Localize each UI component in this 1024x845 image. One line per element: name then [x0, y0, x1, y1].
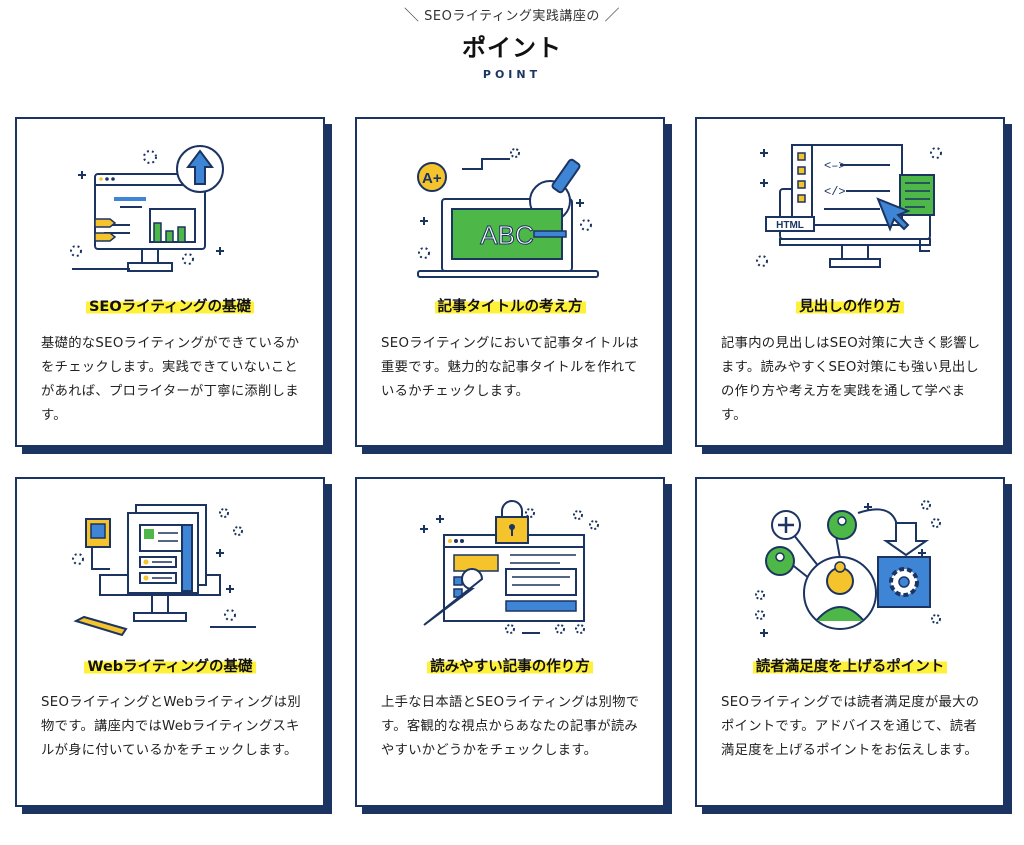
grade-text: A+	[422, 170, 442, 187]
point-card-readable-article: 読みやすい記事の作り方 上手な日本語とSEOライティングは別物です。客観的な視点…	[355, 477, 665, 807]
browser-lock-wrench-icon	[420, 500, 599, 634]
card-body: 基礎的なSEOライティングができているかをチェックします。実践できていないことが…	[41, 336, 300, 423]
card-body: 記事内の見出しはSEO対策に大きく影響します。読みやすくSEO対策にも強い見出し…	[721, 336, 981, 423]
card-title: 読みやすい記事の作り方	[357, 655, 663, 676]
point-card-headings: <–> </> HTML 見出しの作り方 記事内の見出しはSEO対策に大きく影響…	[695, 117, 1005, 447]
section-title: ポイント	[462, 34, 562, 62]
monitor-chart-upload-icon	[70, 145, 224, 272]
eyebrow-text: SEOライティング実践講座の	[424, 9, 600, 24]
section-eyebrow: ＼ SEOライティング実践講座の ／	[0, 4, 1024, 25]
users-network-gear-icon	[755, 500, 941, 637]
card-body: SEOライティングでは読者満足度が最大のポイントです。アドバイスを通じて、読者満…	[721, 695, 980, 758]
monitor-documents-pencil-icon	[72, 504, 256, 637]
point-card-seo-basics: SEOライティングの基礎 基礎的なSEOライティングができているかをチェックしま…	[15, 117, 325, 447]
card-body: 上手な日本語とSEOライティングは別物です。客観的な視点からあなたの記事が読みや…	[381, 695, 640, 758]
card-title: 記事タイトルの考え方	[357, 295, 663, 316]
card-title: SEOライティングの基礎	[17, 295, 323, 316]
section-header: ＼ SEOライティング実践講座の ／ ポイント POINT	[0, 0, 1024, 90]
screen-text: ABC	[480, 220, 533, 250]
card-illustration: <–> </> HTML	[697, 129, 1003, 289]
point-card-reader-satisfaction: 読者満足度を上げるポイント SEOライティングでは読者満足度が最大のポイントです…	[695, 477, 1005, 807]
card-illustration	[17, 489, 323, 649]
point-card-web-writing: Webライティングの基礎 SEOライティングとWebライティングは別物です。講座…	[15, 477, 325, 807]
card-illustration	[357, 489, 663, 649]
eyebrow-slash-right: ／	[604, 6, 620, 24]
code-text: <–>	[824, 159, 846, 173]
card-illustration	[17, 129, 323, 289]
tag-text: HTML	[776, 220, 804, 231]
card-title: 読者満足度を上げるポイント	[697, 655, 1003, 676]
eyebrow-slash-left: ＼	[404, 6, 420, 24]
card-body: SEOライティングとWebライティングは別物です。講座内ではWebライティングス…	[41, 695, 301, 758]
card-title: 見出しの作り方	[697, 295, 1003, 316]
point-card-article-title: A+ ABC 記事タイトルの考え方 SEOライティングにおいて記事タイトルは重要…	[355, 117, 665, 447]
monitor-html-code-icon: <–> </> HTML	[756, 144, 942, 268]
laptop-abc-microscope-icon: A+ ABC	[417, 148, 599, 278]
card-illustration: A+ ABC	[357, 129, 663, 289]
section-subtitle: POINT	[482, 68, 542, 81]
card-illustration	[697, 489, 1003, 649]
code-text: </>	[824, 185, 846, 199]
card-body: SEOライティングにおいて記事タイトルは重要です。魅力的な記事タイトルを作れてい…	[381, 336, 639, 399]
card-title: Webライティングの基礎	[17, 655, 323, 676]
